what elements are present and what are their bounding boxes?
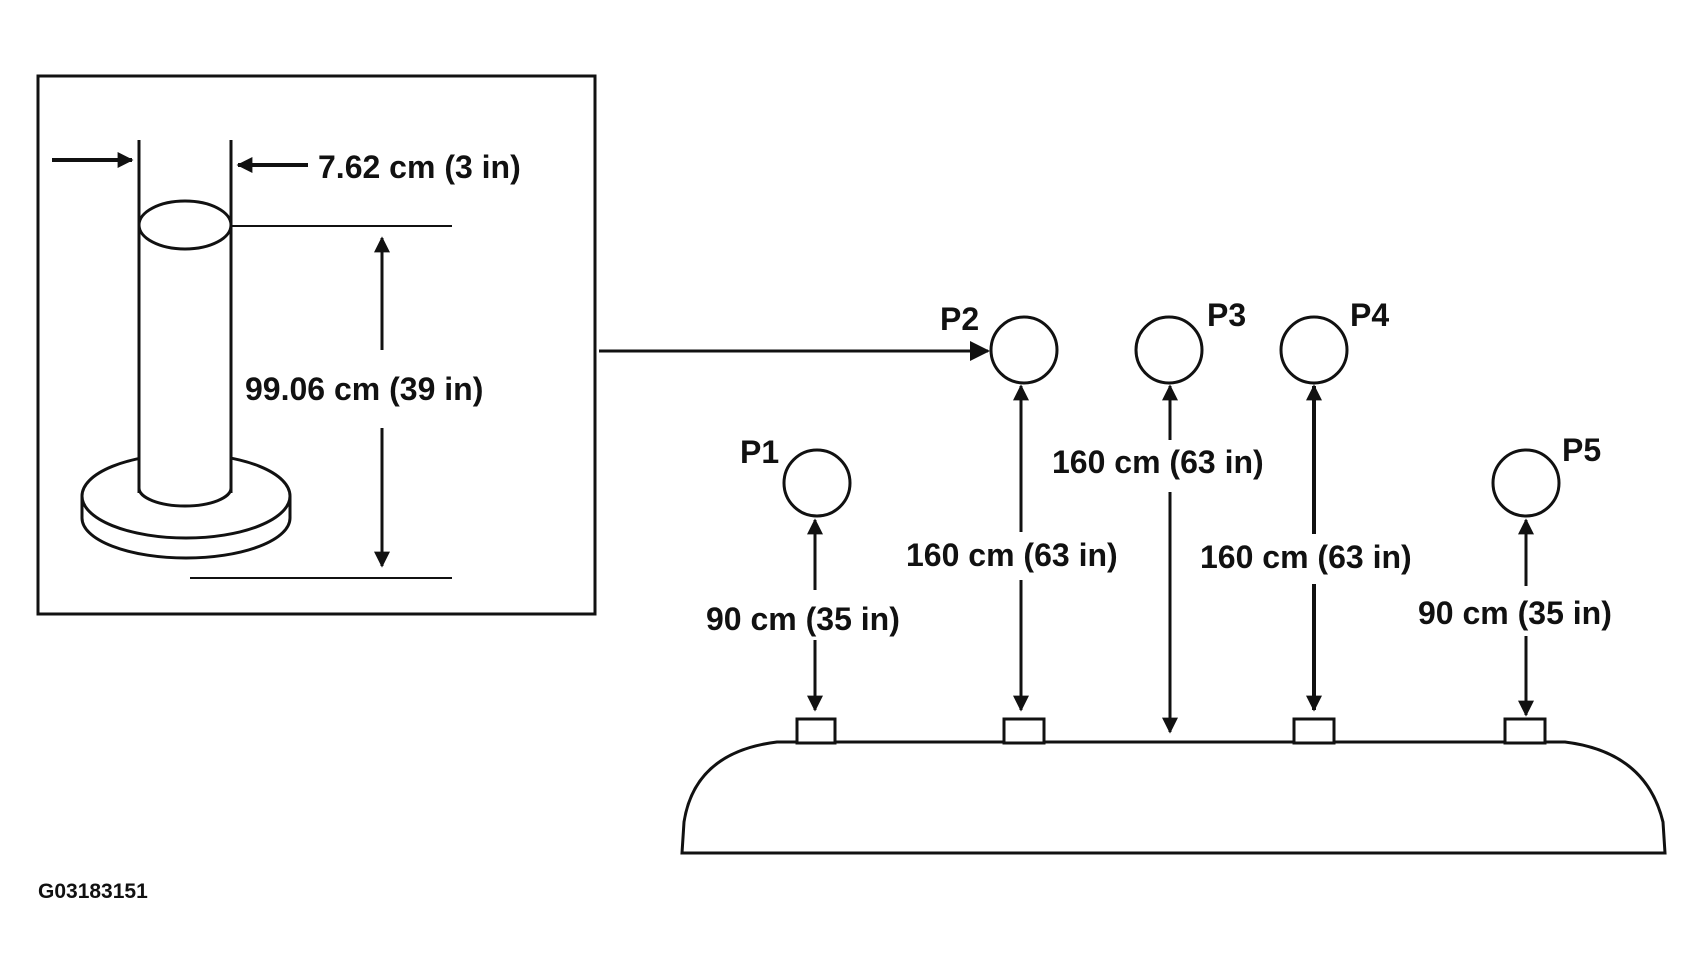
height-dimension: 99.06 cm (39 in) — [190, 225, 483, 579]
height-label-p3: 160 cm (63 in) — [1052, 444, 1264, 480]
point-label-p4: P4 — [1350, 297, 1389, 333]
point-label-p2: P2 — [940, 301, 979, 337]
height-label-p5: 90 cm (35 in) — [1418, 595, 1612, 631]
diameter-dimension: 7.62 cm (3 in) — [52, 149, 521, 185]
height-label-p1: 90 cm (35 in) — [706, 601, 900, 637]
target-circle-p5 — [1491, 448, 1561, 518]
point-label-p5: P5 — [1562, 432, 1601, 468]
figure-code: G03183151 — [38, 880, 148, 903]
inset-panel: 7.62 cm (3 in) 99.06 cm (39 in) — [36, 74, 597, 616]
mount-p2 — [1002, 717, 1046, 745]
target-circle-p1 — [782, 448, 852, 518]
height-label-p2: 160 cm (63 in) — [906, 537, 1118, 573]
measuring-post-tube — [137, 140, 233, 508]
position-p1: P1 90 cm (35 in) — [706, 434, 900, 712]
seat-outline — [680, 717, 1667, 855]
target-circle-p3 — [1134, 315, 1204, 385]
height-label: 99.06 cm (39 in) — [245, 371, 483, 407]
mount-p4 — [1292, 717, 1336, 745]
mount-p1 — [795, 717, 837, 745]
target-circle-p4 — [1279, 315, 1349, 385]
height-label-p4: 160 cm (63 in) — [1200, 539, 1412, 575]
point-label-p3: P3 — [1207, 297, 1246, 333]
diameter-label: 7.62 cm (3 in) — [318, 149, 521, 185]
point-label-p1: P1 — [740, 434, 779, 470]
position-p4: P4 160 cm (63 in) — [1200, 297, 1412, 712]
position-p5: P5 90 cm (35 in) — [1418, 432, 1612, 717]
target-circle-p2 — [989, 315, 1059, 385]
position-p3: P3 160 cm (63 in) — [1052, 297, 1264, 734]
mount-p5 — [1503, 717, 1547, 745]
position-p2: P2 160 cm (63 in) — [906, 301, 1118, 712]
